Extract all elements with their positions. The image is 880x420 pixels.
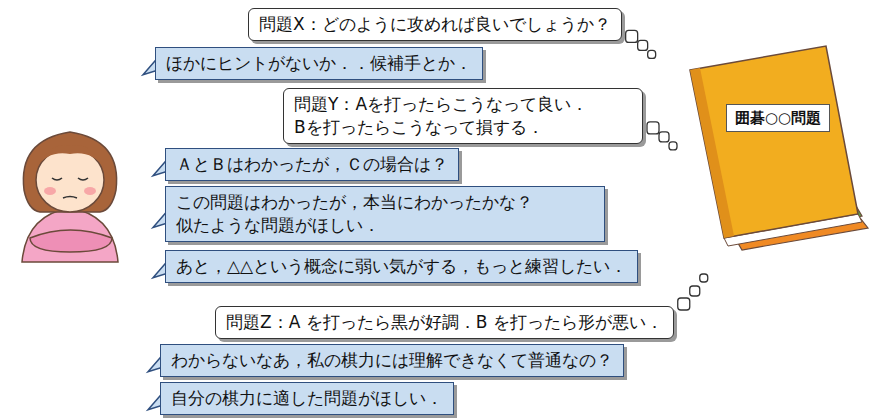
thought-box: わからないなあ，私の棋力には理解できなくて普通なの？ <box>160 344 624 377</box>
node-text: 囲碁○○問題 <box>735 108 821 128</box>
girl-eye <box>52 178 62 180</box>
node-text: あと，△△という概念に弱い気がする，もっと練習したい． <box>176 255 627 278</box>
thought-box: ほかにヒントがないか．．候補手とか． <box>155 47 483 80</box>
thought-box: あと，△△という概念に弱い気がする，もっと練習したい． <box>165 250 638 283</box>
thought-box: この問題はわかったが，本当にわかったかな？ 似たような問題がほしい． <box>165 186 605 242</box>
thought-dot <box>648 50 656 58</box>
girl-arms <box>30 230 112 252</box>
book-cover <box>690 46 858 238</box>
thought-dot <box>626 30 638 42</box>
node-text: ＡとＢはわかったが，Ｃの場合は？ <box>176 153 448 176</box>
girl-mouth <box>63 197 77 199</box>
thought-dot <box>690 286 700 296</box>
node-text: 自分の棋力に適した問題がほしい． <box>171 387 443 410</box>
node-text: 問題Y：Aを打ったらこうなって良い． Bを打ったらこうなって損する． <box>294 93 632 139</box>
thought-dot <box>659 132 669 142</box>
node-text: 問題X：どのように攻めれば良いでしょうか？ <box>259 13 611 36</box>
thought-box: 自分の棋力に適した問題がほしい． <box>160 382 454 415</box>
node-text: 問題Z：A を打ったら黒が好調．B を打ったら形が悪い． <box>226 311 663 334</box>
speech-bubble: 問題Z：A を打ったら黒が好調．B を打ったら形が悪い． <box>215 306 674 339</box>
book-label: 囲碁○○問題 <box>726 104 830 132</box>
book-illustration <box>690 46 868 250</box>
node-text: この問題はわかったが，本当にわかったかな？ 似たような問題がほしい． <box>176 191 594 237</box>
thought-dot <box>700 274 708 282</box>
girl-cheek <box>44 187 56 195</box>
girl-hair <box>23 132 116 212</box>
girl-body <box>22 208 118 262</box>
girl-cheek <box>84 187 96 195</box>
thought-dot <box>638 40 648 50</box>
thought-dot <box>647 122 659 134</box>
speech-bubble: 問題Y：Aを打ったらこうなって良い． Bを打ったらこうなって損する． <box>283 88 643 144</box>
thought-dot <box>669 142 677 150</box>
thought-dot <box>678 298 690 310</box>
thought-box: ＡとＢはわかったが，Ｃの場合は？ <box>165 148 459 181</box>
girl-illustration <box>22 132 118 262</box>
girl-bangs <box>36 145 104 168</box>
girl-eye <box>78 178 88 180</box>
node-text: わからないなあ，私の棋力には理解できなくて普通なの？ <box>171 349 613 372</box>
node-text: ほかにヒントがないか．．候補手とか． <box>166 52 472 75</box>
book-spine <box>690 68 734 238</box>
speech-bubble: 問題X：どのように攻めれば良いでしょうか？ <box>248 8 622 41</box>
